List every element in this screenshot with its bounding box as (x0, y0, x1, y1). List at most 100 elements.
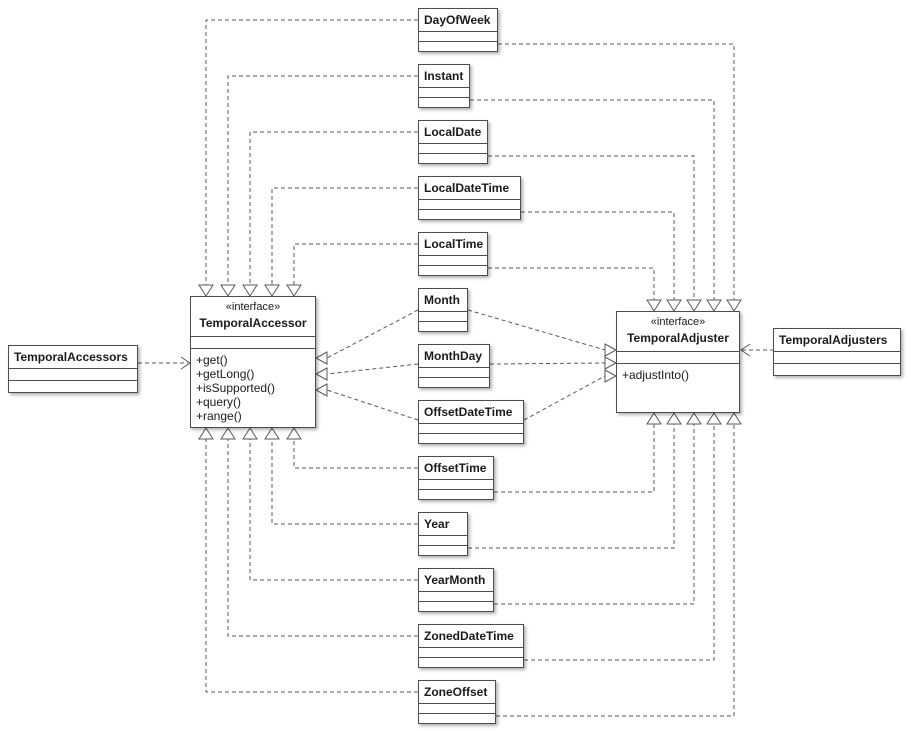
attributes-compartment (419, 255, 487, 265)
class-name: MonthDay (424, 349, 482, 363)
interface-temporalaccessor: «interface» TemporalAccessor +get() +get… (190, 296, 316, 428)
realization-dayofweek-temporaladjuster (498, 43, 742, 312)
method-adjustinto: +adjustInto() (622, 368, 690, 382)
realization-zoneddatetime-temporalaccessor (220, 427, 418, 637)
realization-month-temporaladjuster (467, 309, 618, 357)
realization-zoneddatetime-temporaladjuster (524, 412, 722, 661)
class-name: DayOfWeek (424, 13, 491, 27)
class-name: LocalDateTime (424, 181, 510, 195)
interface-temporaladjuster: «interface» TemporalAdjuster +adjustInto… (616, 311, 740, 413)
class-instant: Instant (418, 64, 470, 108)
methods-compartment (419, 433, 523, 443)
attributes-compartment (419, 311, 467, 321)
attributes-compartment (419, 143, 487, 153)
realization-zoneoffset-temporaladjuster (496, 412, 742, 717)
class-year: Year (418, 512, 468, 556)
class-localdate: LocalDate (418, 120, 488, 164)
attributes-compartment (419, 703, 495, 713)
class-name: OffsetDateTime (424, 405, 513, 419)
methods-compartment (419, 265, 487, 275)
realization-dayofweek-temporalaccessor (198, 19, 418, 297)
realization-localtime-temporalaccessor (286, 243, 418, 297)
realization-offsetdatetime-temporalaccessor (314, 383, 419, 421)
attributes-compartment (419, 647, 523, 657)
methods-compartment (419, 489, 493, 499)
class-name: OffsetTime (424, 461, 487, 475)
interface-header: «interface» TemporalAccessor (191, 297, 315, 336)
realization-yearmonth-temporaladjuster (494, 412, 702, 605)
realization-localdate-temporalaccessor (242, 131, 418, 297)
method-range: +range() (196, 409, 242, 423)
class-zoneddatetime: ZonedDateTime (418, 624, 524, 668)
methods-compartment: +adjustInto() (617, 363, 739, 412)
class-name: ZoneOffset (424, 685, 488, 699)
attributes-compartment (617, 351, 739, 363)
attributes-compartment (419, 87, 469, 97)
methods-compartment (419, 41, 497, 51)
class-name: Month (424, 293, 460, 307)
methods-compartment (419, 153, 487, 163)
methods-compartment (419, 377, 489, 387)
realization-yearmonth-temporalaccessor (242, 427, 418, 581)
method-query: +query() (196, 395, 242, 409)
class-offsettime: OffsetTime (418, 456, 494, 500)
interface-header: «interface» TemporalAdjuster (617, 312, 739, 351)
methods-compartment (419, 601, 493, 611)
realization-month-temporalaccessor (314, 309, 419, 365)
class-yearmonth: YearMonth (418, 568, 494, 612)
attributes-compartment (774, 351, 900, 363)
methods-compartment: +get() +getLong() +isSupported() +query(… (191, 348, 315, 427)
class-name: LocalTime (424, 237, 484, 251)
class-localtime: LocalTime (418, 232, 488, 276)
attributes-compartment (419, 535, 467, 545)
class-name: Year (424, 517, 450, 531)
methods-compartment (419, 321, 467, 331)
methods-compartment (9, 380, 137, 392)
class-name: TemporalAdjusters (779, 333, 888, 347)
realization-monthday-temporaladjuster (489, 356, 618, 370)
realization-offsettime-temporalaccessor (286, 427, 418, 469)
attributes-compartment (419, 479, 493, 489)
methods-compartment (774, 363, 900, 375)
realization-instant-temporalaccessor (220, 75, 418, 297)
class-temporalaccessors: TemporalAccessors (8, 345, 138, 393)
class-monthday: MonthDay (418, 344, 490, 388)
attributes-compartment (419, 199, 520, 209)
attributes-compartment (419, 423, 523, 433)
attributes-compartment (419, 31, 497, 41)
methods-compartment (419, 657, 523, 667)
class-name: TemporalAccessors (14, 350, 128, 364)
realization-localdatetime-temporalaccessor (264, 187, 418, 297)
class-localdatetime: LocalDateTime (418, 176, 521, 220)
realization-localdatetime-temporaladjuster (521, 211, 682, 312)
dependency-temporalaccessors-temporalaccessor (138, 356, 191, 370)
realization-localtime-temporaladjuster (488, 267, 662, 312)
attributes-compartment (191, 336, 315, 348)
class-temporaladjusters: TemporalAdjusters (773, 328, 901, 376)
attributes-compartment (9, 368, 137, 380)
interface-name: TemporalAdjuster (627, 331, 729, 345)
realization-zoneoffset-temporalaccessor (198, 427, 418, 693)
realization-offsetdatetime-temporaladjuster (523, 369, 618, 421)
methods-compartment (419, 713, 495, 723)
interface-name: TemporalAccessor (199, 316, 307, 330)
method-get: +get() (196, 353, 228, 367)
realization-year-temporalaccessor (264, 427, 418, 525)
stereotype-label: «interface» (225, 301, 281, 313)
class-name: YearMonth (424, 573, 486, 587)
class-dayofweek: DayOfWeek (418, 8, 498, 52)
class-offsetdatetime: OffsetDateTime (418, 400, 524, 444)
class-name: ZonedDateTime (424, 629, 514, 643)
class-month: Month (418, 288, 468, 332)
method-issupported: +isSupported() (196, 381, 276, 395)
dependency-temporaladjusters-temporaladjuster (740, 343, 773, 357)
realization-monthday-temporalaccessor (314, 363, 419, 381)
stereotype-label: «interface» (650, 316, 706, 328)
attributes-compartment (419, 591, 493, 601)
methods-compartment (419, 209, 520, 219)
methods-compartment (419, 97, 469, 107)
class-name: LocalDate (424, 125, 482, 139)
class-name: Instant (424, 69, 464, 83)
method-getlong: +getLong() (196, 367, 255, 381)
